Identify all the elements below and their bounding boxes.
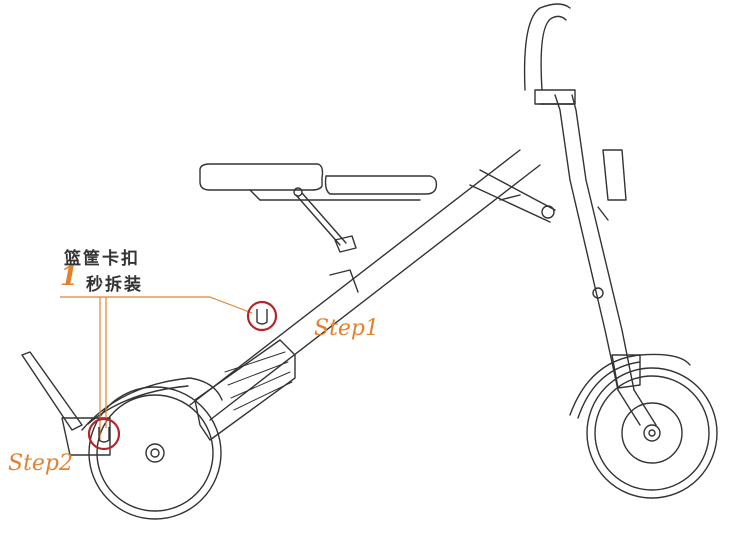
battery-box	[194, 339, 296, 441]
clip-icon	[98, 427, 110, 443]
front-wheel	[569, 353, 718, 499]
callout-suffix: 秒拆装	[86, 275, 143, 295]
callout-number: 1	[60, 262, 79, 292]
clip-icon	[256, 309, 268, 325]
step1-label: Step1	[314, 316, 380, 341]
step2-marker	[87, 417, 121, 451]
rear-rack	[21, 351, 111, 456]
step1-marker	[246, 300, 278, 332]
main-frame	[189, 149, 556, 421]
step2-label: Step2	[8, 451, 74, 476]
front-fork	[611, 354, 657, 426]
callout-title: 篮筐卡扣	[64, 249, 140, 269]
callout-leaders	[60, 296, 253, 440]
steering-column	[523, 3, 635, 391]
seat	[199, 163, 438, 253]
